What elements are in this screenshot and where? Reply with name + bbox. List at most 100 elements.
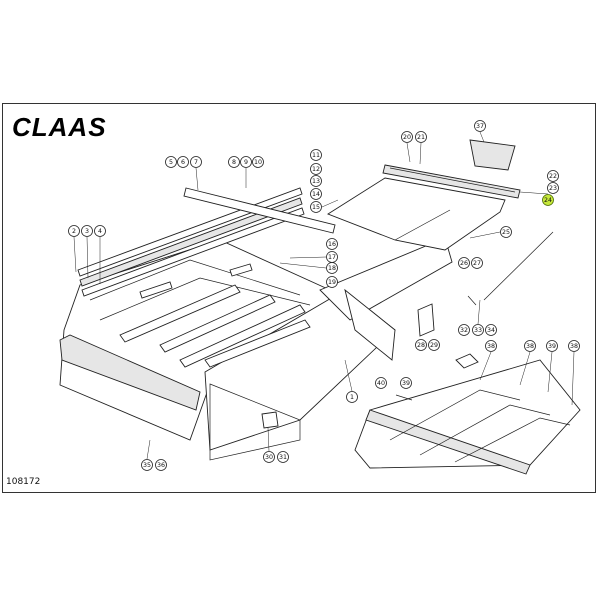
leader-lines (73, 131, 575, 460)
callout-label: 28 (417, 342, 425, 349)
callout-label: 40 (377, 380, 385, 387)
callout-label: 21 (417, 134, 425, 141)
callout-label: 37 (476, 123, 484, 130)
callout-15: 15 (310, 201, 322, 213)
callout-32: 32 (458, 324, 470, 336)
small-plate (261, 411, 279, 429)
callout-label: 38 (487, 343, 495, 350)
callout-label: 26 (460, 260, 468, 267)
callout-label: 34 (487, 327, 495, 334)
long-rod (467, 231, 554, 306)
callout-37: 37 (474, 120, 486, 132)
callout-10: 10 (252, 156, 264, 168)
callout-38: 38 (524, 340, 536, 352)
callout-24: 24 (542, 194, 554, 206)
callout-label: 19 (328, 279, 336, 286)
callout-label: 18 (328, 265, 336, 272)
callout-22: 22 (547, 170, 559, 182)
callout-3: 3 (81, 225, 93, 237)
brand-logo: CLAAS (12, 112, 107, 142)
callout-label: 20 (403, 134, 411, 141)
callout-7: 7 (190, 156, 202, 168)
callout-label: 13 (312, 178, 320, 185)
callout-27: 27 (471, 257, 483, 269)
callout-39: 39 (546, 340, 558, 352)
callout-9: 9 (240, 156, 252, 168)
callout-25: 25 (500, 226, 512, 238)
callout-29: 29 (428, 339, 440, 351)
callout-label: 39 (548, 343, 556, 350)
callout-label: 12 (312, 166, 320, 173)
callout-label: 16 (328, 241, 336, 248)
callout-label: 30 (265, 454, 273, 461)
callout-19: 19 (326, 276, 338, 288)
callout-21: 21 (415, 131, 427, 143)
grate-assembly (354, 353, 581, 475)
callout-26: 26 (458, 257, 470, 269)
callout-label: 5 (169, 159, 173, 166)
callout-31: 31 (277, 451, 289, 463)
bracket (417, 303, 435, 337)
callout-label: 33 (474, 327, 482, 334)
callout-label: 1 (350, 394, 354, 401)
callout-30: 30 (263, 451, 275, 463)
callout-label: 22 (549, 173, 557, 180)
callout-1: 1 (346, 391, 358, 403)
callout-label: 24 (544, 197, 552, 204)
callout-17: 17 (326, 251, 338, 263)
callout-label: 2 (72, 228, 76, 235)
callout-13: 13 (310, 175, 322, 187)
callout-2: 2 (68, 225, 80, 237)
cover-plate (327, 177, 506, 251)
callout-23: 23 (547, 182, 559, 194)
cross-tube (183, 187, 336, 234)
callout-label: 15 (312, 204, 320, 211)
callout-5: 5 (165, 156, 177, 168)
callout-label: 35 (143, 462, 151, 469)
callout-label: 38 (570, 343, 578, 350)
callout-label: 3 (85, 228, 89, 235)
callout-12: 12 (310, 163, 322, 175)
callout-35: 35 (141, 459, 153, 471)
callout-38: 38 (485, 340, 497, 352)
callout-label: 17 (328, 254, 336, 261)
callout-34: 34 (485, 324, 497, 336)
callout-40: 40 (375, 377, 387, 389)
callout-label: 6 (181, 159, 185, 166)
callout-label: 23 (549, 185, 557, 192)
callout-label: 25 (502, 229, 510, 236)
callout-14: 14 (310, 188, 322, 200)
callout-28: 28 (415, 339, 427, 351)
brush-strip (382, 164, 521, 199)
callout-label: 9 (244, 159, 248, 166)
callout-label: 8 (232, 159, 236, 166)
callout-label: 36 (157, 462, 165, 469)
callout-label: 7 (194, 159, 198, 166)
figure-code: 108172 (6, 477, 41, 487)
callout-33: 33 (472, 324, 484, 336)
callout-8: 8 (228, 156, 240, 168)
callout-label: 29 (430, 342, 438, 349)
callout-11: 11 (310, 149, 322, 161)
callout-label: 4 (98, 228, 102, 235)
callout-label: 14 (312, 191, 320, 198)
callout-4: 4 (94, 225, 106, 237)
callout-label: 32 (460, 327, 468, 334)
callout-16: 16 (326, 238, 338, 250)
callout-label: 38 (526, 343, 534, 350)
callout-18: 18 (326, 262, 338, 274)
callout-label: 39 (402, 380, 410, 387)
callout-38: 38 (568, 340, 580, 352)
frame-ribs (119, 263, 311, 368)
callout-6: 6 (177, 156, 189, 168)
callout-20: 20 (401, 131, 413, 143)
callout-label: 11 (312, 152, 320, 159)
callout-36: 36 (155, 459, 167, 471)
callout-39: 39 (400, 377, 412, 389)
callout-label: 31 (279, 454, 287, 461)
callout-label: 27 (473, 260, 481, 267)
frame-body (59, 237, 453, 461)
callout-label: 10 (254, 159, 262, 166)
